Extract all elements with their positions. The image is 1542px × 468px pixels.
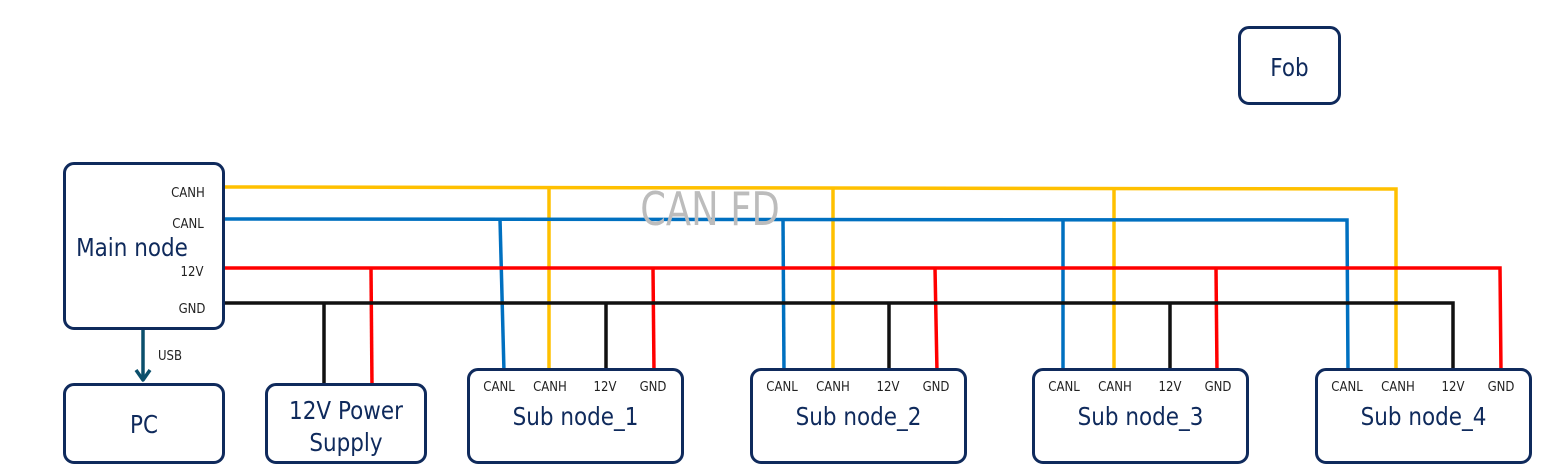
bus-title: CAN FD: [640, 182, 780, 236]
fob-box: Fob: [1238, 26, 1341, 105]
canl-drop-1: [498, 218, 506, 373]
canl-bus: [221, 217, 1350, 373]
sub-node-3-pin-canl: CANL: [1048, 380, 1080, 395]
canl-trunk: [221, 217, 1350, 373]
fob-label: Fob: [1270, 53, 1309, 82]
sub-node-2-box: CANL CANH 12V GND Sub node_2: [750, 368, 967, 464]
v12-drop-3: [1214, 267, 1219, 373]
sub-node-2-pin-canh: CANH: [816, 380, 850, 395]
sub-node-3-pin-canh: CANH: [1098, 380, 1132, 395]
v12-trunk: [222, 266, 1503, 373]
power-supply-label-line1: 12V Power: [289, 396, 403, 425]
sub-node-4-pin-12v: 12V: [1441, 380, 1465, 395]
usb-arrowhead: [134, 368, 152, 382]
main-node-pin-12v: 12V: [180, 265, 204, 280]
sub-node-3-box: CANL CANH 12V GND Sub node_3: [1032, 368, 1249, 464]
canl-drop-2: [781, 218, 786, 373]
sub-node-1-pin-12v: 12V: [593, 380, 617, 395]
usb-label: USB: [157, 349, 183, 364]
v12-drop-2: [933, 267, 939, 373]
sub-node-1-label: Sub node_1: [512, 402, 639, 431]
v12-drop-1: [651, 267, 656, 373]
main-node-box: Main node CANH CANL 12V GND: [63, 162, 225, 330]
sub-node-4-label: Sub node_4: [1360, 402, 1487, 431]
power-supply-box: 12V Power Supply: [265, 383, 427, 464]
main-node-label: Main node: [76, 233, 188, 262]
sub-node-3-pin-gnd: GND: [1204, 380, 1232, 395]
sub-node-1-pin-canh: CANH: [533, 380, 567, 395]
sub-node-4-pin-canl: CANL: [1331, 380, 1363, 395]
sub-node-1-pin-gnd: GND: [639, 380, 667, 395]
main-node-pin-gnd: GND: [178, 302, 206, 317]
sub-node-4-box: CANL CANH 12V GND Sub node_4: [1315, 368, 1532, 464]
gnd-bus: [222, 301, 1455, 386]
usb-link: [134, 330, 152, 382]
sub-node-4-pin-gnd: GND: [1487, 380, 1515, 395]
main-node-pin-canh: CANH: [171, 186, 205, 201]
sub-node-2-pin-gnd: GND: [922, 380, 950, 395]
sub-node-1-box: CANL CANH 12V GND Sub node_1: [467, 368, 684, 464]
sub-node-4-pin-canh: CANH: [1381, 380, 1415, 395]
v12-bus: [222, 266, 1503, 387]
gnd-trunk: [222, 301, 1455, 372]
canh-bus: [221, 185, 1398, 372]
pc-label: PC: [129, 410, 158, 439]
sub-node-2-label: Sub node_2: [795, 402, 922, 431]
sub-node-2-pin-12v: 12V: [876, 380, 900, 395]
sub-node-3-label: Sub node_3: [1077, 402, 1204, 431]
pc-box: PC: [63, 383, 225, 464]
canh-trunk: [221, 185, 1398, 372]
sub-node-1-pin-canl: CANL: [483, 380, 515, 395]
power-supply-label-line2: Supply: [309, 428, 383, 457]
main-node-pin-canl: CANL: [172, 217, 204, 232]
sub-node-2-pin-canl: CANL: [766, 380, 798, 395]
sub-node-3-pin-12v: 12V: [1158, 380, 1182, 395]
v12-drop-psu: [369, 267, 374, 387]
